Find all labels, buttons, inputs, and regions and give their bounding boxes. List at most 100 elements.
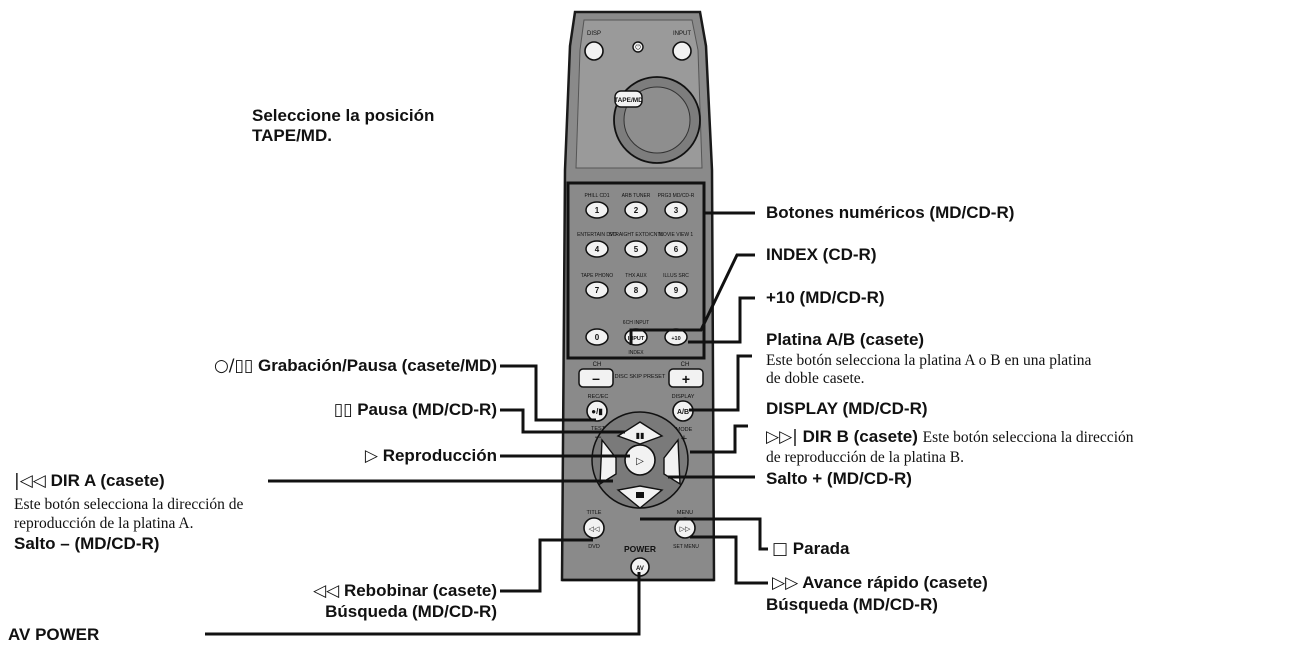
standby-button[interactable] [632, 41, 644, 53]
menu-text: MENU [677, 510, 693, 516]
rewind-button[interactable] [583, 517, 605, 539]
busqueda-right-label: Búsqueda (MD/CD-R) [766, 595, 938, 614]
pausa-label: Pausa (MD/CD-R) [357, 400, 497, 419]
key-sublabel: MOVIE VIEW 1 [659, 232, 694, 238]
select-position-line1: Seleccione la posición [252, 106, 435, 125]
svg-text:●/▮: ●/▮ [591, 407, 602, 416]
display-label: DISPLAY (MD/CD-R) [766, 399, 928, 418]
record-pause-button[interactable] [586, 400, 608, 422]
number-key-label: 1 [595, 206, 600, 215]
avance-label: Avance rápido (casete) [802, 573, 988, 592]
input-button[interactable] [672, 41, 692, 61]
number-key-label: 9 [674, 286, 679, 295]
ch-left-text: CH [593, 362, 602, 368]
play-symbol-icon: ▷ [364, 446, 378, 466]
svg-text:+: + [682, 371, 690, 387]
ch-plus-button[interactable] [668, 368, 704, 388]
dir-b-label: DIR B (casete) [802, 427, 918, 446]
dir-a-desc2: reproducción de la platina A. [14, 515, 194, 532]
key-sublabel: THX AUX [625, 273, 647, 279]
play-button[interactable] [624, 444, 656, 476]
pause-button[interactable] [616, 421, 664, 445]
plus10-label: +10 (MD/CD-R) [766, 288, 885, 307]
dir-a-label: DIR A (casete) [50, 471, 165, 490]
number-key-label: 5 [634, 245, 639, 254]
power-symbol-icon: ⏻ [635, 44, 641, 52]
tape-md-position [614, 90, 643, 108]
number-key-label: +10 [671, 336, 680, 342]
repro-label: Reproducción [382, 446, 497, 465]
number-key-4[interactable] [585, 240, 609, 258]
number-key-2[interactable] [624, 201, 648, 219]
numeric-buttons-label: Botones numéricos (MD/CD-R) [766, 203, 1015, 222]
stop-symbol-icon: □ [772, 539, 789, 559]
dir-a-button[interactable] [599, 438, 617, 486]
dir-b-button[interactable] [663, 438, 681, 486]
svg-text:▷▷: ▷▷ [680, 526, 691, 533]
number-key-label: 2 [634, 206, 639, 215]
key-sublabel: TAPE PHONO [581, 273, 614, 279]
pause-symbol-icon: ▯▯ [333, 400, 353, 420]
leader-lines [205, 211, 768, 636]
number-key-0[interactable] [585, 328, 609, 346]
index-label: INDEX (CD-R) [766, 245, 877, 264]
dir-a-symbol-icon: |◁◁ [14, 471, 46, 491]
disp-text: DISP [587, 31, 601, 37]
av-text: AV [636, 566, 644, 572]
platina-ab-label: Platina A/B (casete) [766, 330, 925, 349]
platina-ab-desc2: de doble casete. [766, 370, 865, 387]
select-position-line2: TAPE/MD. [252, 126, 332, 145]
ch-minus-button[interactable] [578, 368, 614, 388]
rebobinar-line: ◁◁ Rebobinar (casete) [313, 581, 497, 601]
rec-text: REC/EC [588, 394, 609, 400]
disp-button[interactable] [584, 41, 604, 61]
record-pause-symbol-icon: ○/▯▯ [213, 356, 254, 376]
number-pad-frame [566, 181, 706, 360]
mode-text: MODE [676, 427, 693, 433]
power-text: POWER [624, 544, 656, 554]
input-text: INPUT [673, 31, 691, 37]
number-key-7[interactable] [585, 281, 609, 299]
key-sublabel: PRG3 MD/CD-R [658, 193, 695, 199]
dvd-text: DVD [588, 544, 600, 550]
dir-b-line: ▷▷| DIR B (casete) Este botón selecciona… [766, 427, 1134, 448]
busqueda-left-label: Búsqueda (MD/CD-R) [325, 602, 497, 621]
title-text: TITLE [587, 510, 602, 516]
number-pad: PHILL CD1 1 ARB TUNER 2 PRG3 MD/CD-R 3ENTERTA… [577, 193, 695, 356]
dir-b-symbol-icon: ▷▷| [766, 427, 798, 447]
svg-text:+: + [681, 433, 687, 445]
salto-minus-label: Salto – (MD/CD-R) [14, 534, 160, 553]
number-key-label: INPUT [628, 336, 645, 342]
test-text: TEST [591, 426, 606, 432]
disc-skip-text: DISC SKIP PRESET [615, 374, 666, 380]
grabacion-label: Grabación/Pausa (casete/MD) [257, 356, 497, 375]
key-sublabel: ARB TUNER [622, 193, 651, 199]
display-text: DISPLAY [672, 394, 695, 400]
fast-forward-symbol-icon: ▷▷ [772, 573, 799, 593]
key-sublabel: PHILL CD1 [584, 193, 609, 199]
rebobinar-label: Rebobinar (casete) [343, 581, 497, 600]
number-key-9[interactable] [664, 281, 688, 299]
dir-b-desc2: de reproducción de la platina B. [766, 449, 964, 466]
repro-line: ▷ Reproducción [365, 446, 497, 466]
key-sublabel: 6CH INPUT [623, 320, 649, 326]
key-sublabel: ILLUS SRC [663, 273, 689, 279]
avance-line: ▷▷ Avance rápido (casete) [772, 573, 988, 593]
number-key-1[interactable] [585, 201, 609, 219]
parada-line: □ Parada [772, 539, 850, 559]
av-power-label: AV POWER [8, 625, 100, 644]
number-key-3[interactable] [664, 201, 688, 219]
number-key-label: 8 [634, 286, 639, 295]
dir-a-line: |◁◁ DIR A (casete) [14, 471, 165, 491]
number-key-label: 6 [674, 245, 679, 254]
number-key-5[interactable] [624, 240, 648, 258]
svg-text:–: – [592, 370, 600, 386]
dir-b-desc1: Este botón selecciona la dirección [922, 429, 1134, 446]
number-key-8[interactable] [624, 281, 648, 299]
number-key-label: 3 [674, 206, 679, 215]
ab-text: A/B [677, 409, 689, 416]
key-sublabel: ENTERTAIN DVD [577, 232, 617, 238]
number-key-6[interactable] [664, 240, 688, 258]
